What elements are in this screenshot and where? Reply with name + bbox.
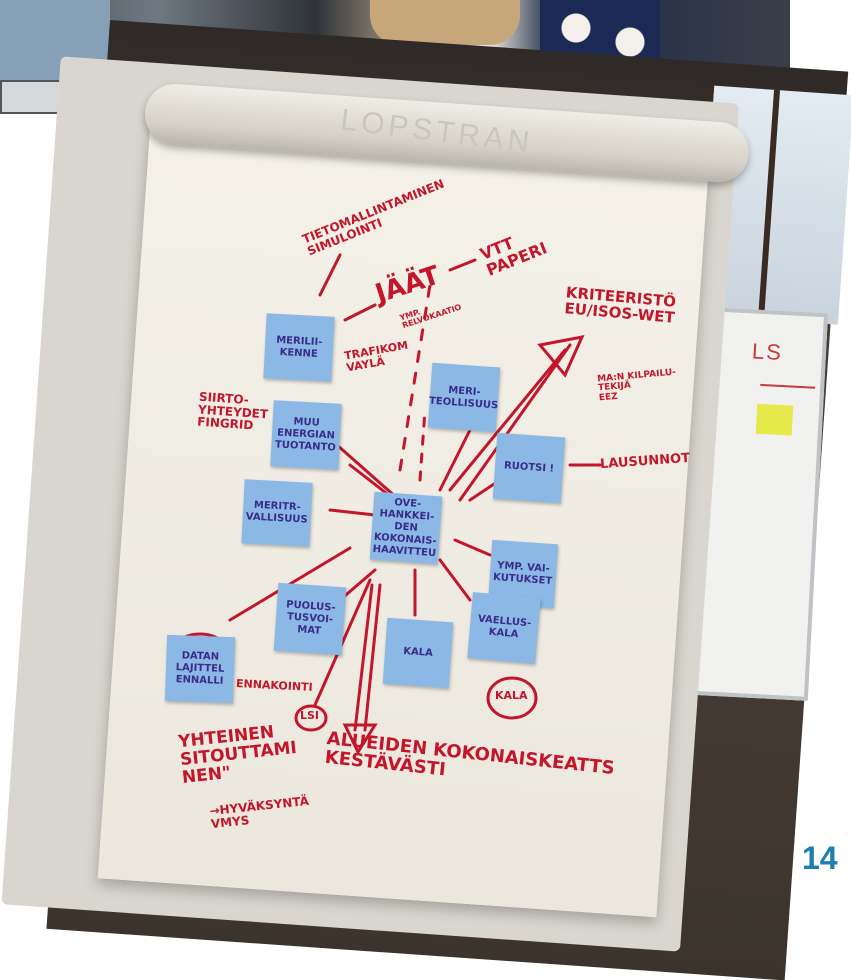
sticky-note-meriteo: MERI- TEOLLISUUS [427, 362, 501, 433]
arrow-alueiden [363, 583, 382, 732]
person-shirt [370, 0, 520, 45]
sticky-note-center: OVE- HANKKEI- DEN KOKONAIS- HAAVITTEU [369, 491, 443, 565]
sticky-note-meritr: MERITR- VALLISUUS [241, 479, 313, 547]
arrow-alueiden2 [353, 583, 374, 732]
sticky-note-kala: KALA [382, 617, 454, 689]
line-to-puolus [338, 568, 377, 602]
line-to-ymp [453, 538, 492, 557]
line-jaa [343, 303, 377, 322]
page-number: 14 [802, 840, 838, 876]
handwriting-lsi: LSI [300, 709, 320, 722]
sticky-note-datan: DATAN LAJITTEL ENNALLI [164, 634, 236, 704]
sticky-note-merilii: MERILII- KENNE [263, 313, 335, 382]
line-to-vaellus [438, 558, 472, 602]
line-to-meriteo [438, 428, 472, 492]
arrow-kriteeristo [458, 343, 572, 502]
dashed-line [418, 408, 427, 482]
arrow-kriteeristo2 [448, 348, 567, 492]
sticky-note-muu: MUU ENERGIAN TUOTANTO [270, 400, 342, 470]
handwriting-siirto: SIIRTO- YHTEYDET FINGRID [196, 389, 269, 433]
line-simulointi [318, 253, 342, 297]
handwriting-kala-circle: KALA [495, 689, 528, 702]
line-vtt [448, 258, 477, 272]
circle-lsi [294, 704, 328, 732]
sticky-note-vaellus: VAELLUS- KALA [467, 592, 541, 664]
sticky-note-ruotsi: RUOTSI ! [492, 432, 566, 504]
sticky-note-puolus: PUOLUS- TUSVOI- MAT [273, 582, 347, 656]
marker-strokes [166, 253, 602, 756]
arrowhead-kriteeristo [537, 334, 585, 378]
arrowhead-alueiden [342, 723, 378, 756]
circle-kala [486, 676, 538, 720]
line-to-lsi [313, 578, 372, 707]
dashed-line-jaa [398, 283, 432, 472]
line-to-meritr [328, 508, 377, 517]
